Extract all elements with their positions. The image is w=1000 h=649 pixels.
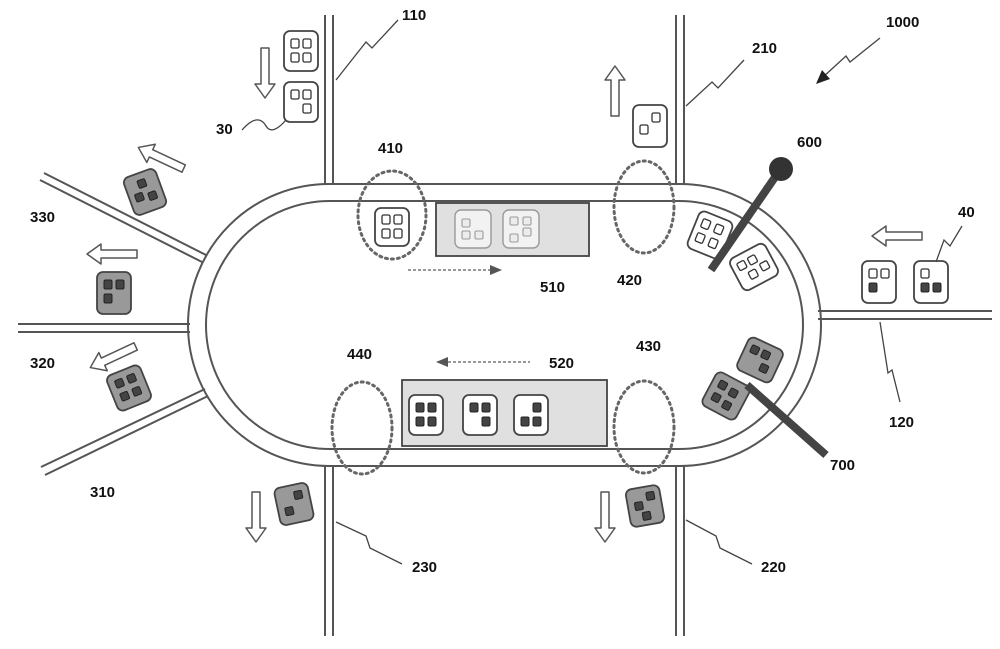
arrow-left-lane-120 — [872, 226, 922, 246]
label-600: 600 — [797, 134, 822, 151]
label-520: 520 — [549, 355, 574, 372]
lane-110 — [325, 15, 333, 185]
leader-110 — [336, 20, 398, 80]
item-lane-320 — [97, 272, 131, 314]
item-zone-410 — [375, 208, 409, 246]
leader-120 — [880, 322, 900, 402]
label-430: 430 — [636, 338, 661, 355]
item-lane-230 — [273, 482, 314, 526]
leader-1000 — [822, 38, 880, 78]
lane-210 — [676, 15, 684, 185]
item-lane-210 — [633, 105, 667, 147]
item-station-520-c — [514, 395, 548, 435]
item-40 — [914, 261, 948, 303]
label-410: 410 — [378, 140, 403, 157]
leader-30 — [242, 120, 286, 130]
station-510 — [436, 203, 589, 256]
item-lane-330 — [122, 167, 168, 216]
label-230: 230 — [412, 559, 437, 576]
lane-320 — [18, 324, 190, 332]
label-700: 700 — [830, 457, 855, 474]
item-lane-220 — [625, 484, 665, 527]
item-30 — [284, 82, 318, 122]
label-420: 420 — [617, 272, 642, 289]
arrow-down-lane-220 — [595, 492, 615, 542]
leader-40 — [936, 226, 962, 262]
item-lane-120-a — [862, 261, 896, 303]
lane-230 — [325, 465, 333, 636]
item-lane-310 — [105, 364, 153, 413]
label-110: 110 — [402, 7, 426, 24]
lane-330 — [40, 173, 206, 262]
arrow-down-lane-110 — [255, 48, 275, 98]
label-330: 330 — [30, 209, 55, 226]
ghost-item-1 — [455, 210, 491, 248]
label-30: 30 — [216, 121, 233, 138]
leader-230 — [336, 522, 402, 564]
label-1000: 1000 — [886, 14, 919, 31]
label-320: 320 — [30, 355, 55, 372]
label-210: 210 — [752, 40, 777, 57]
label-310: 310 — [90, 484, 115, 501]
leader-210 — [686, 60, 744, 106]
label-40: 40 — [958, 204, 975, 221]
arrow-down-lane-230 — [246, 492, 266, 542]
item-station-520-a — [409, 395, 443, 435]
lane-120 — [818, 311, 992, 319]
arrow-up-lane-210 — [605, 66, 625, 116]
lane-220 — [676, 465, 684, 636]
label-440: 440 — [347, 346, 372, 363]
arrow-left-lane-320 — [87, 244, 137, 264]
leader-220 — [686, 520, 752, 564]
label-120: 120 — [889, 414, 914, 431]
label-220: 220 — [761, 559, 786, 576]
label-510: 510 — [540, 279, 565, 296]
ghost-item-2 — [503, 210, 539, 248]
item-station-520-b — [463, 395, 497, 435]
item-lane-110-top — [284, 31, 318, 71]
